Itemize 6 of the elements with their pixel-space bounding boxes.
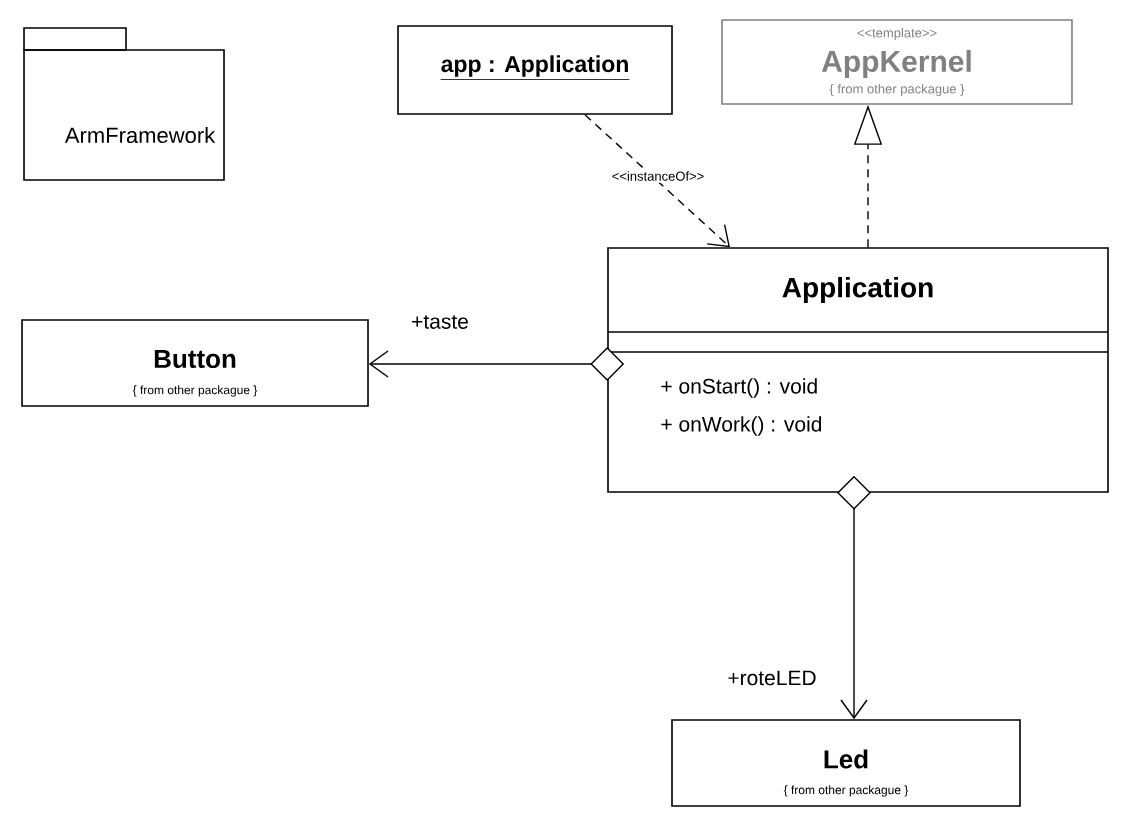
object-box: app : Application: [397, 25, 673, 115]
edge-label: +roteLED: [725, 668, 819, 688]
edge-label: +taste: [409, 313, 471, 331]
package-box: ArmFramework: [23, 27, 225, 181]
class-box: Application + onStart() : void + onWork() : void: [607, 247, 1109, 493]
dependency-arrow: [584, 114, 730, 248]
